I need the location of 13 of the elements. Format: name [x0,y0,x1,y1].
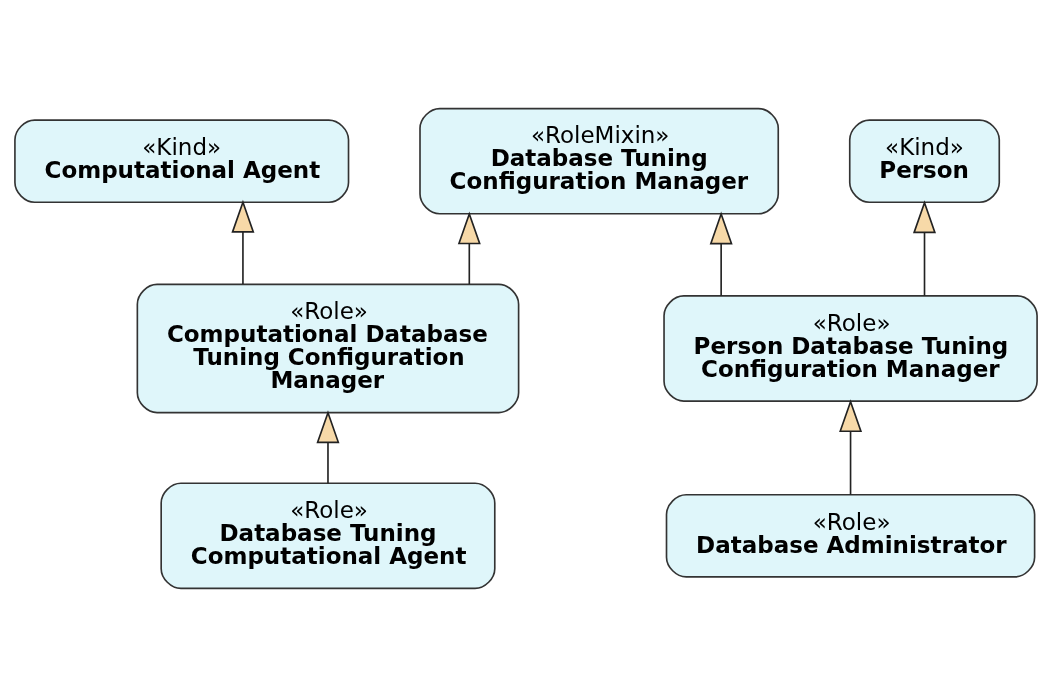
arrow [709,211,733,297]
node-box: «Role» Database Tuning Computational Agent [160,481,496,589]
arrow [457,210,481,285]
node-box: «Kind» Computational Agent [14,118,350,203]
node-box: «Role» Computational Database Tuning Configuration Manager [136,283,520,413]
arrow [231,199,255,285]
node-box: «Role» Person Database Tuning Configuration Manager [663,294,1038,402]
node-box: «Kind» Person [848,118,1001,203]
node-box: «Role» Database Administrator [665,493,1036,578]
arrow [839,398,863,496]
arrow [316,409,340,484]
arrow [913,199,936,297]
node-box: «RoleMixin» Database Tuning Configuration Manager [419,107,780,215]
